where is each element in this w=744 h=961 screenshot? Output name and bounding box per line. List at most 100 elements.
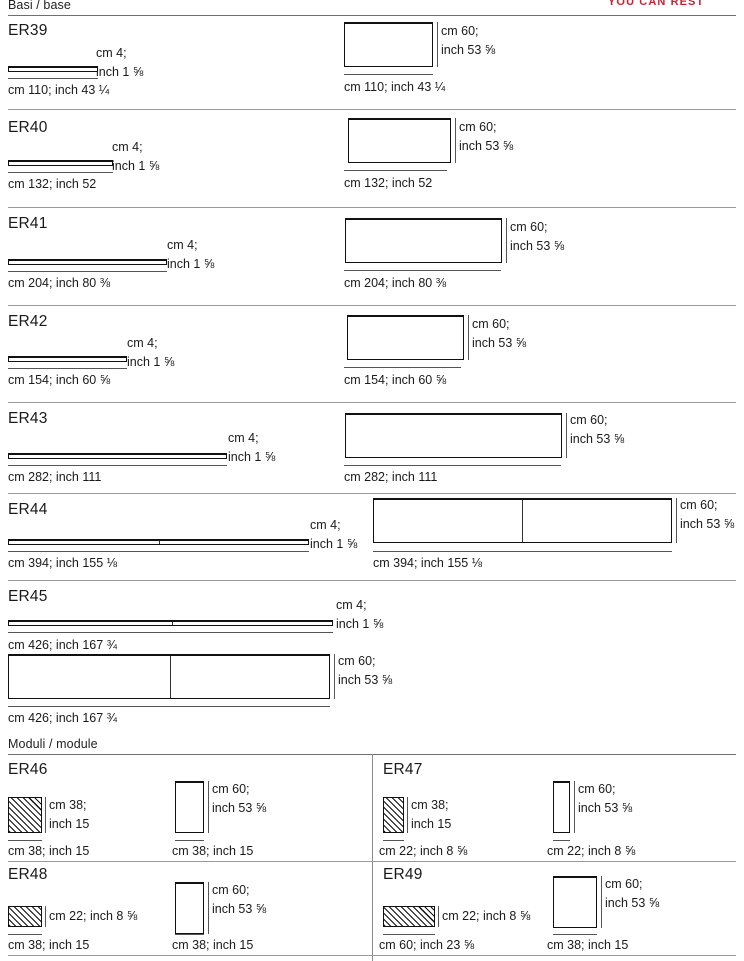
profile-width-label: cm 154; inch 60 ⅝ bbox=[8, 373, 111, 387]
profile-thickness-inch: inch 1 ⅝ bbox=[112, 158, 160, 173]
profile-thickness-inch: inch 1 ⅝ bbox=[167, 256, 215, 271]
module-row-rule bbox=[8, 861, 736, 862]
elevation-height-dimline bbox=[506, 218, 507, 263]
elevation-height-label: cm 60; inch 53 ⅝ bbox=[212, 780, 266, 818]
profile-thickness-inch: inch 1 ⅝ bbox=[127, 354, 175, 369]
elevation-rect bbox=[553, 781, 570, 833]
row-rule bbox=[8, 402, 736, 403]
section-label-basi: Basi / base bbox=[8, 0, 71, 12]
elevation-height-cm: cm 60; bbox=[459, 120, 497, 134]
product-code: ER44 bbox=[8, 501, 48, 518]
profile-bar bbox=[8, 66, 98, 72]
module-code: ER47 bbox=[383, 761, 423, 778]
elevation-height-cm: cm 60; bbox=[605, 877, 643, 891]
elevation-height-dimline bbox=[468, 315, 469, 360]
plan-depth-cm: cm 38; bbox=[49, 798, 87, 812]
row-rule bbox=[8, 580, 736, 581]
elevation-height-label: cm 60; inch 53 ⅝ bbox=[680, 496, 734, 534]
plan-hatch-swatch bbox=[8, 797, 42, 833]
profile-thickness-label: cm 4; inch 1 ⅝ bbox=[336, 596, 383, 634]
elevation-height-dimline bbox=[208, 882, 209, 934]
bottom-rule bbox=[8, 955, 736, 956]
elevation-seam bbox=[522, 500, 523, 542]
elevation-width-dimline bbox=[175, 840, 204, 841]
elevation-rect bbox=[345, 218, 502, 263]
plan-depth-dimline bbox=[45, 797, 46, 833]
elevation-height-cm: cm 60; bbox=[472, 317, 510, 331]
profile-thickness-cm: cm 4; bbox=[228, 431, 259, 445]
elevation-width-dimline bbox=[344, 465, 561, 466]
profile-width-label: cm 426; inch 167 ¾ bbox=[8, 638, 118, 652]
row-rule bbox=[8, 109, 736, 110]
elevation-height-label: cm 60; inch 53 ⅝ bbox=[338, 652, 392, 690]
profile-width-dimline bbox=[8, 368, 127, 369]
elevation-height-label: cm 60; inch 53 ⅝ bbox=[441, 22, 495, 60]
elevation-height-inch: inch 53 ⅝ bbox=[441, 42, 496, 57]
profile-thickness-cm: cm 4; bbox=[167, 238, 198, 252]
elevation-height-inch: inch 53 ⅝ bbox=[578, 800, 633, 815]
elevation-height-label: cm 60; inch 53 ⅝ bbox=[510, 218, 564, 256]
module-code: ER46 bbox=[8, 761, 48, 778]
module-code: ER48 bbox=[8, 866, 48, 883]
elevation-rect bbox=[345, 413, 562, 458]
profile-thickness-label: cm 4; inch 1 ⅝ bbox=[96, 44, 143, 82]
profile-width-dimline bbox=[8, 172, 113, 173]
elevation-width-dimline bbox=[373, 551, 672, 552]
elevation-width-dimline bbox=[344, 74, 433, 75]
elevation-height-inch: inch 53 ⅝ bbox=[459, 138, 514, 153]
profile-thickness-cm: cm 4; bbox=[336, 598, 367, 612]
elevation-rect bbox=[347, 315, 464, 360]
elevation-height-inch: inch 53 ⅝ bbox=[472, 335, 527, 350]
profile-width-dimline bbox=[8, 465, 227, 466]
plan-width-dimline bbox=[8, 934, 42, 935]
plan-width-label: cm 60; inch 23 ⅝ bbox=[379, 938, 475, 952]
elevation-height-dimline bbox=[601, 876, 602, 928]
product-code: ER40 bbox=[8, 119, 48, 136]
elevation-rect bbox=[348, 118, 451, 163]
elevation-height-label: cm 60; inch 53 ⅝ bbox=[472, 315, 526, 353]
elevation-width-label: cm 110; inch 43 ¼ bbox=[344, 80, 446, 94]
elevation-height-inch: inch 53 ⅝ bbox=[570, 431, 625, 446]
elevation-height-dimline bbox=[566, 413, 567, 458]
elevation-height-cm: cm 60; bbox=[570, 413, 608, 427]
elevation-height-inch: inch 53 ⅝ bbox=[510, 238, 565, 253]
elevation-rect bbox=[175, 781, 204, 833]
elevation-height-label: cm 60; inch 53 ⅝ bbox=[212, 881, 266, 919]
elevation-width-label: cm 154; inch 60 ⅝ bbox=[344, 373, 447, 387]
profile-thickness-inch: inch 1 ⅝ bbox=[310, 536, 358, 551]
profile-width-dimline bbox=[8, 78, 98, 79]
plan-depth-cm: cm 38; bbox=[411, 798, 449, 812]
plan-depth-inch: inch 15 bbox=[411, 816, 452, 831]
profile-width-label: cm 132; inch 52 bbox=[8, 177, 97, 191]
plan-width-dimline bbox=[383, 934, 435, 935]
elevation-width-label: cm 394; inch 155 ⅛ bbox=[373, 556, 483, 570]
plan-depth-inch: inch 15 bbox=[49, 816, 90, 831]
profile-width-label: cm 394; inch 155 ⅛ bbox=[8, 556, 118, 570]
product-code: ER41 bbox=[8, 215, 48, 232]
elevation-height-label: cm 60; inch 53 ⅝ bbox=[578, 780, 632, 818]
profile-width-dimline bbox=[8, 551, 309, 552]
elevation-width-dimline bbox=[344, 170, 447, 171]
elevation-width-label: cm 38; inch 15 bbox=[547, 938, 629, 952]
profile-width-dimline bbox=[8, 632, 333, 633]
elevation-width-label: cm 132; inch 52 bbox=[344, 176, 433, 190]
elevation-height-cm: cm 60; bbox=[212, 782, 250, 796]
plan-depth-dimline bbox=[438, 906, 439, 927]
elevation-width-dimline bbox=[553, 934, 597, 935]
section-rule-basi bbox=[8, 15, 736, 16]
elevation-width-label: cm 204; inch 80 ⅜ bbox=[344, 276, 447, 290]
product-code: ER42 bbox=[8, 313, 48, 330]
elevation-rect bbox=[373, 498, 672, 543]
profile-bar bbox=[8, 453, 227, 459]
plan-depth-label: cm 38; inch 15 bbox=[411, 796, 451, 834]
profile-seam bbox=[159, 541, 160, 544]
elevation-height-inch: inch 53 ⅝ bbox=[212, 901, 267, 916]
profile-thickness-inch: inch 1 ⅝ bbox=[228, 449, 276, 464]
elevation-width-label: cm 38; inch 15 bbox=[172, 938, 254, 952]
row-rule bbox=[8, 305, 736, 306]
elevation-rect bbox=[553, 876, 597, 928]
elevation-height-dimline bbox=[208, 781, 209, 833]
elevation-height-inch: inch 53 ⅝ bbox=[212, 800, 267, 815]
elevation-seam bbox=[170, 656, 171, 698]
